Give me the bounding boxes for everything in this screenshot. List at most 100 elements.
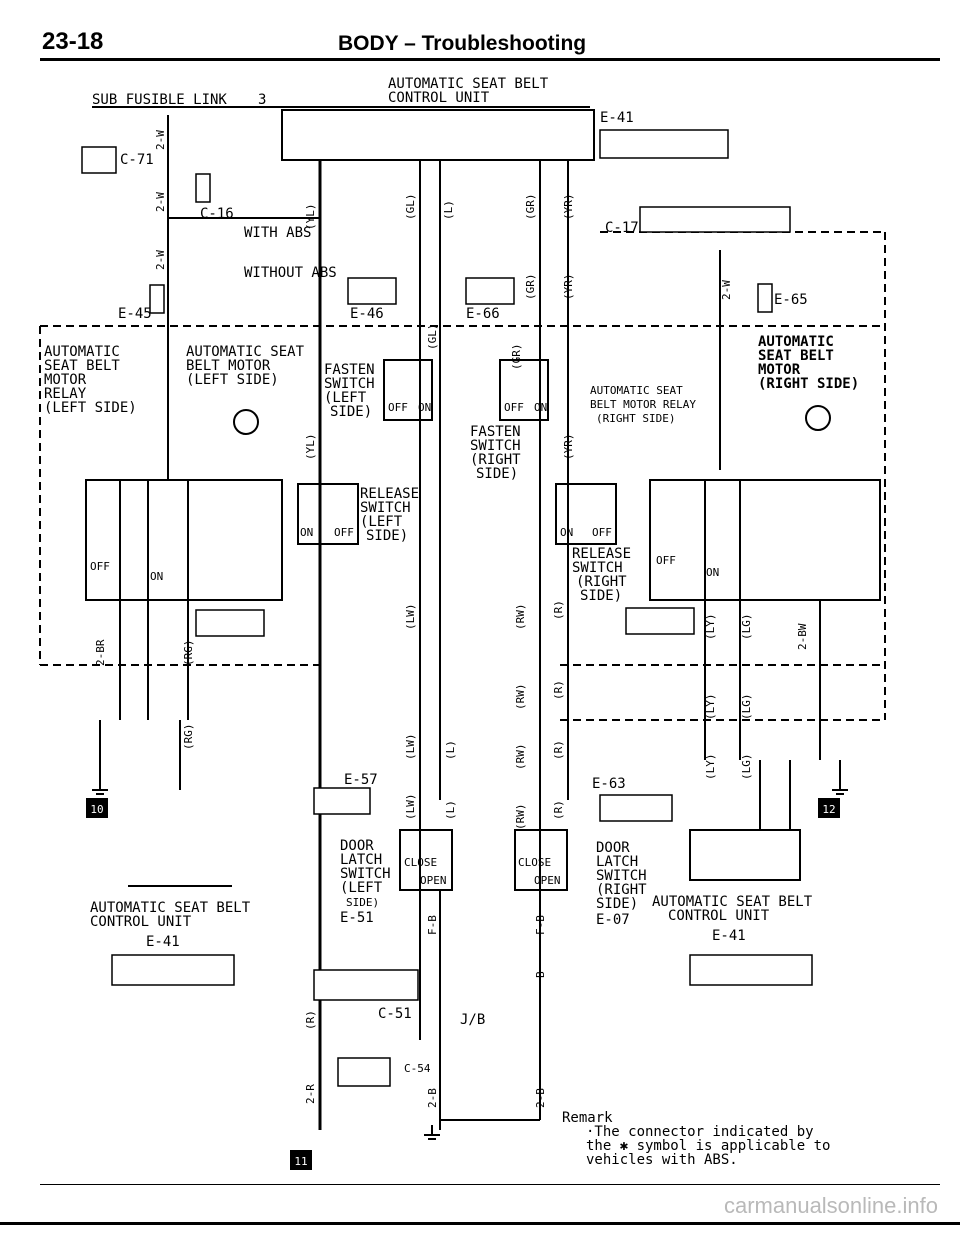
right-relay-label-2: BELT MOTOR RELAY [590, 398, 696, 411]
wire-fb-b: F-B [534, 915, 547, 935]
connector-c16-icon [195, 173, 211, 203]
connector-e41-right-icon [689, 954, 813, 986]
left-relay-on-label: ON [150, 570, 163, 583]
connector-c17-icon [639, 206, 791, 233]
connector-left-relay-icon [195, 609, 265, 637]
wire-yl-top: (YL) [304, 204, 317, 231]
left-unit-label-1: AUTOMATIC SEAT BELT [90, 900, 251, 916]
fasten-left-label-3: (LEFT [324, 390, 367, 406]
wire-lw-b: (LW) [404, 734, 417, 761]
door-right-label-2: LATCH [596, 854, 638, 870]
wire-r-c: (R) [552, 740, 565, 760]
wire-c71-2w: 2-W [154, 130, 167, 150]
release-left-on-label: ON [300, 526, 313, 539]
wire-2r: 2-R [304, 1084, 317, 1104]
control-unit-top-box [281, 109, 595, 161]
wire-lw-a: (LW) [404, 604, 417, 631]
sub-fusible-link-label: SUB FUSIBLE LINK [92, 92, 227, 108]
connector-e46-icon [347, 277, 397, 305]
wire-rg-b: (RG) [182, 724, 195, 751]
left-relay-label-4: RELAY [44, 386, 87, 402]
wire-rw-c: (RW) [514, 744, 527, 771]
sub-fusible-link-number: 3 [258, 92, 266, 108]
fasten-switch-right-box [499, 359, 549, 421]
door-left-label-3: SWITCH [340, 866, 391, 882]
left-motor-label-3: (LEFT SIDE) [186, 372, 279, 388]
c16-label: C-16 [200, 206, 234, 222]
e45-label: E-45 [118, 306, 152, 322]
wire-2w-b: 2-W [720, 280, 733, 300]
fasten-left-label-4: SIDE) [330, 404, 372, 420]
c17-label: C-17 [605, 220, 639, 236]
release-right-off-label: OFF [592, 526, 612, 539]
fasten-right-label-1: FASTEN [470, 424, 521, 440]
connector-e41-top-icon [599, 129, 729, 159]
top-unit-label-1: AUTOMATIC SEAT BELT [388, 76, 549, 92]
e63-label: E-63 [592, 776, 626, 792]
connector-c71-icon [81, 146, 117, 174]
door-right-label-3: SWITCH [596, 868, 647, 884]
right-motor-symbol [805, 405, 831, 431]
wire-lg-b: (LG) [740, 694, 753, 721]
e65-label: E-65 [774, 292, 808, 308]
watermark: carmanualsonline.info [723, 1193, 938, 1218]
left-motor-label-2: BELT MOTOR [186, 358, 271, 374]
ground-12-label: 12 [822, 803, 835, 816]
wire-2w-a: 2-W [154, 250, 167, 270]
right-relay-on-label: ON [706, 566, 719, 579]
wire-ly-c: (LY) [704, 754, 717, 781]
release-left-off-label: OFF [334, 526, 354, 539]
release-right-label-4: SIDE) [580, 588, 622, 604]
release-left-label-4: SIDE) [366, 528, 408, 544]
fasten-right-label-2: SWITCH [470, 438, 521, 454]
connector-e41-left-icon [111, 954, 235, 986]
wire-yr-mid: (YR) [562, 274, 575, 301]
wire-b: B [534, 971, 547, 978]
connector-e57-icon [313, 787, 371, 815]
release-left-label-2: SWITCH [360, 500, 411, 516]
door-left-close-label: CLOSE [404, 856, 437, 869]
wire-lg-a: (LG) [740, 614, 753, 641]
wire-lw-c: (LW) [404, 794, 417, 821]
right-motor-label-3: MOTOR [758, 362, 801, 378]
wire-rg-a: (RG) [182, 640, 195, 667]
left-unit-e41-label: E-41 [146, 934, 180, 950]
door-right-label-4: (RIGHT [596, 882, 647, 898]
right-relay-box [649, 479, 881, 601]
wire-lg-c: (LG) [740, 754, 753, 781]
door-right-close-label: CLOSE [518, 856, 551, 869]
release-left-label-3: (LEFT [360, 514, 403, 530]
connector-right-relay-icon [625, 607, 695, 635]
remark-line-3: vehicles with ABS. [586, 1152, 738, 1168]
fasten-left-on-label: ON [418, 401, 431, 414]
wire-yr-top: (YR) [562, 194, 575, 221]
wire-2bw: 2-BW [796, 623, 809, 650]
ground-10-label: 10 [90, 803, 103, 816]
release-switch-right-box [555, 483, 617, 545]
left-motor-label-1: AUTOMATIC SEAT [186, 344, 305, 360]
c71-label: C-71 [120, 152, 154, 168]
right-relay-label-3: (RIGHT SIDE) [596, 412, 675, 425]
wire-ly-a: (LY) [704, 614, 717, 641]
right-unit-label-2: CONTROL UNIT [668, 908, 770, 924]
release-left-label-1: RELEASE [360, 486, 419, 502]
wire-l-low: (L) [444, 740, 457, 760]
e46-label: E-46 [350, 306, 384, 322]
wire-l-top: (L) [442, 200, 455, 220]
header-rule [40, 58, 940, 61]
ground-11-label: 11 [294, 1155, 307, 1168]
wire-r-b: (R) [552, 680, 565, 700]
door-right-label-5: SIDE) [596, 896, 638, 912]
jb-label: J/B [460, 1012, 485, 1028]
door-latch-left-box [399, 829, 453, 891]
wire-2b-b: 2-B [534, 1088, 547, 1108]
e66-label: E-66 [466, 306, 500, 322]
fasten-switch-left-box [383, 359, 433, 421]
wire-gr-top: (GR) [524, 194, 537, 221]
wire-c16-2w: 2-W [154, 192, 167, 212]
fasten-left-off-label: OFF [388, 401, 408, 414]
c51-label: C-51 [378, 1006, 412, 1022]
wire-yl-mid: (YL) [304, 434, 317, 461]
